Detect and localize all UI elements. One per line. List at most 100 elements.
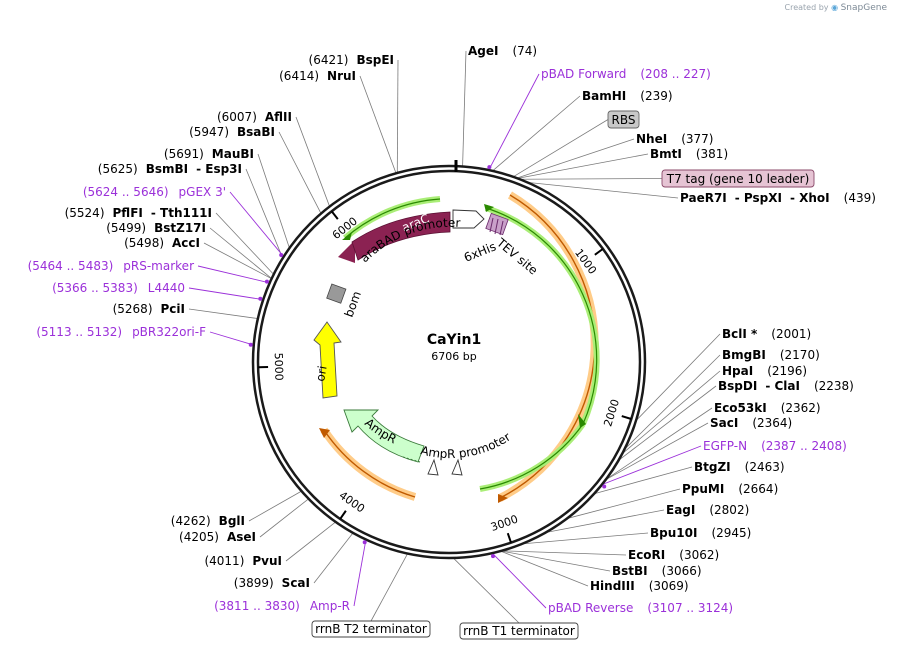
site-label: BmtI(381) <box>650 147 728 161</box>
restriction-site-labels: AgeI(74)BamHI(239)NheI(377)BmtI(381)PaeR… <box>65 44 876 593</box>
site-label: (4011)PvuI <box>204 554 282 568</box>
site-position: (2802) <box>709 503 749 517</box>
site-position: (2945) <box>711 526 751 540</box>
feature-box <box>311 620 431 638</box>
site-name: PvuI <box>252 554 282 568</box>
site-label: EagI(2802) <box>666 503 749 517</box>
site-position: (6414) <box>279 69 319 83</box>
site-leader-line <box>215 212 274 275</box>
site-label: BtgZI (2463) <box>694 460 785 474</box>
tick-label: 2000 <box>601 398 622 429</box>
site-name-2: - PspXI <box>735 191 782 205</box>
site-leader-line <box>209 227 272 279</box>
leader-lines <box>188 50 721 624</box>
site-leader-line <box>517 153 649 179</box>
primer-site-marker <box>279 253 284 258</box>
primer-label: (3811 .. 3830)Amp-R <box>214 599 350 613</box>
site-leader-line <box>618 385 717 461</box>
site-position: (6421) <box>309 53 349 67</box>
site-name: BsmBI <box>146 162 188 176</box>
site-leader-line <box>462 50 467 167</box>
site-label: EcoRI (3062) <box>628 548 719 562</box>
primer-leader-line <box>209 331 254 346</box>
primer-position: (5624 .. 5646) <box>83 185 169 199</box>
bom-label: bom <box>342 289 364 319</box>
site-name: BspDI <box>718 379 757 393</box>
site-leader-line <box>188 308 258 319</box>
site-name: PciI <box>161 302 186 316</box>
feature-box <box>459 622 579 640</box>
tick-label: 5000 <box>272 353 286 381</box>
primer-site-marker <box>602 484 607 489</box>
site-position: (3899) <box>234 576 274 590</box>
site-leader-line <box>545 509 665 533</box>
site-leader-line <box>396 59 399 173</box>
primer-name: Amp-R <box>310 599 350 613</box>
site-position: (2664) <box>738 482 778 496</box>
site-leader-line <box>566 488 681 519</box>
arabad-promoter-feature <box>452 209 485 229</box>
primer-leader-line <box>353 539 367 607</box>
green-orf-start-arrowhead <box>484 204 494 212</box>
plasmid-name: CaYin1 <box>427 332 481 348</box>
site-label: (5499)BstZ17I <box>106 221 206 235</box>
primer-leader-line <box>229 191 285 257</box>
site-position: (2196) <box>767 364 807 378</box>
boxed-leader-line <box>370 553 408 622</box>
primer-label: (5464 .. 5483)pRS-marker <box>28 259 194 273</box>
site-leader-line <box>605 407 713 480</box>
site-name: BsaBI <box>237 125 275 139</box>
site-label: HindIII(3069) <box>590 579 689 593</box>
site-label: (5947) BsaBI <box>189 125 275 139</box>
site-name: BtgZI <box>694 460 731 474</box>
ori-feature <box>313 321 342 399</box>
site-name: EcoRI <box>628 548 665 562</box>
tick-mark <box>594 248 604 256</box>
site-leader-line <box>257 153 290 249</box>
site-position: (2463) <box>745 460 785 474</box>
site-leader-line <box>313 532 354 584</box>
site-leader-line <box>624 354 721 450</box>
site-name: BclI * <box>722 327 758 341</box>
site-name: BspEI <box>356 53 394 67</box>
feature-box-label: rrnB T1 terminator <box>463 624 575 638</box>
tick-mark <box>330 210 339 220</box>
created-by-credit: Created by ◉ SnapGene <box>785 3 888 13</box>
feature-box <box>607 110 640 129</box>
site-label: Eco53kI(2362) <box>714 401 821 415</box>
primer-position: (5113 .. 5132) <box>36 325 122 339</box>
site-label: (5625) BsmBI - Esp3I <box>98 162 242 176</box>
site-label: (5498)AccI <box>124 236 200 250</box>
site-position: (5625) <box>98 162 138 176</box>
primer-label: (5624 .. 5646)pGEX 3' <box>83 185 226 199</box>
site-name: AflII <box>265 110 292 124</box>
site-leader-line <box>295 116 330 207</box>
site-position: (3062) <box>679 548 719 562</box>
boxed-leader-line <box>512 119 609 178</box>
primer-label: (5366 .. 5383)L4440 <box>52 281 185 295</box>
site-leader-line <box>501 550 627 556</box>
site-name: BglI <box>219 514 245 528</box>
site-label: BspDI- ClaI(2238) <box>718 379 854 393</box>
primer-position: (3107 .. 3124) <box>647 601 733 615</box>
arac-feature <box>351 211 451 261</box>
site-label: (3899)ScaI <box>234 576 310 590</box>
tick-mark <box>339 510 347 520</box>
ampr-dotted-end <box>402 456 421 463</box>
site-position: (2238) <box>814 379 854 393</box>
site-position: (439) <box>844 191 876 205</box>
credit-brand: SnapGene <box>840 3 887 13</box>
site-leader-line <box>516 138 635 179</box>
site-label: (5691)MauBI <box>164 147 254 161</box>
site-name-2: - Esp3I <box>196 162 242 176</box>
tick-mark <box>621 415 632 420</box>
site-name: PflFI <box>113 206 143 220</box>
site-leader-line <box>248 490 302 522</box>
site-position: (5947) <box>189 125 229 139</box>
site-name: HpaI <box>722 364 753 378</box>
site-label: BmgBI(2170) <box>722 348 820 362</box>
site-label: AgeI(74) <box>468 44 537 58</box>
primer-name: pRS-marker <box>123 259 194 273</box>
feature-box <box>661 169 815 188</box>
